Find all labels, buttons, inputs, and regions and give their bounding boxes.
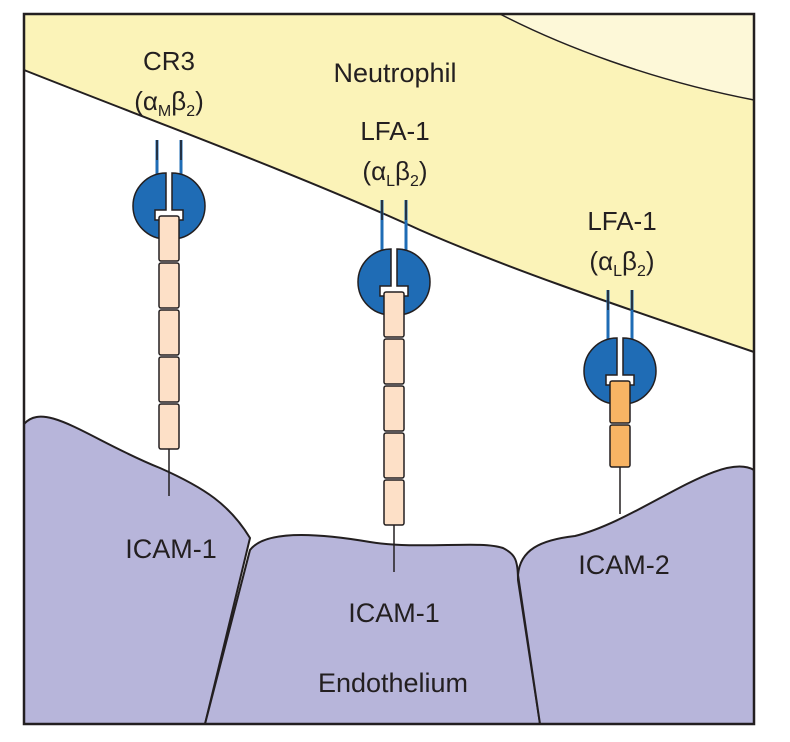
beta-symbol: β: [171, 86, 186, 116]
icam-domain: [383, 479, 405, 526]
icam-domain: [383, 385, 405, 432]
icam-domain: [158, 356, 180, 403]
endothelium-cell-left: [23, 415, 252, 725]
integrin-name: LFA-1: [587, 206, 656, 236]
beta-symbol: β: [622, 246, 637, 276]
neutrophil-label: Neutrophil: [333, 58, 456, 88]
icam-domain: [609, 424, 631, 468]
alpha-subscript: L: [613, 263, 622, 280]
beta-subscript: 2: [410, 173, 419, 190]
icam-domain: [158, 403, 180, 450]
icam-domain: [609, 380, 631, 424]
icam-label-3: ICAM-2: [578, 550, 670, 580]
endothelium-cell-right: [516, 465, 755, 725]
alpha-symbol: α: [598, 246, 613, 276]
beta-subscript: 2: [637, 263, 646, 280]
icam-domain: [158, 262, 180, 309]
icam-label-2: ICAM-1: [348, 598, 440, 628]
icam-label-1: ICAM-1: [125, 534, 217, 564]
neutrophil-membrane: [23, 69, 755, 353]
beta-subscript: 2: [186, 103, 195, 120]
icam-domain: [383, 338, 405, 385]
alpha-subscript: M: [158, 103, 171, 120]
alpha-subscript: L: [386, 173, 395, 190]
icam-domain: [383, 291, 405, 338]
neutrophil-nucleus: [500, 14, 754, 100]
endothelium-label: Endothelium: [318, 668, 468, 698]
beta-symbol: β: [395, 156, 410, 186]
alpha-symbol: α: [143, 86, 158, 116]
icam-domain: [158, 309, 180, 356]
integrin-name: LFA-1: [360, 116, 429, 146]
integrin-name: CR3: [143, 46, 195, 76]
neutrophil-cell: [24, 14, 754, 352]
alpha-symbol: α: [371, 156, 386, 186]
neutrophil-nucleus-edge: [499, 13, 755, 101]
receptor-pair-3: [583, 290, 657, 514]
receptor-pair-1: [132, 140, 206, 496]
icam-domain: [158, 215, 180, 262]
receptor-pair-2: [357, 200, 431, 572]
icam-domain: [383, 432, 405, 479]
endothelium-cell-middle: [203, 534, 542, 725]
diagram-border: [22, 12, 756, 726]
